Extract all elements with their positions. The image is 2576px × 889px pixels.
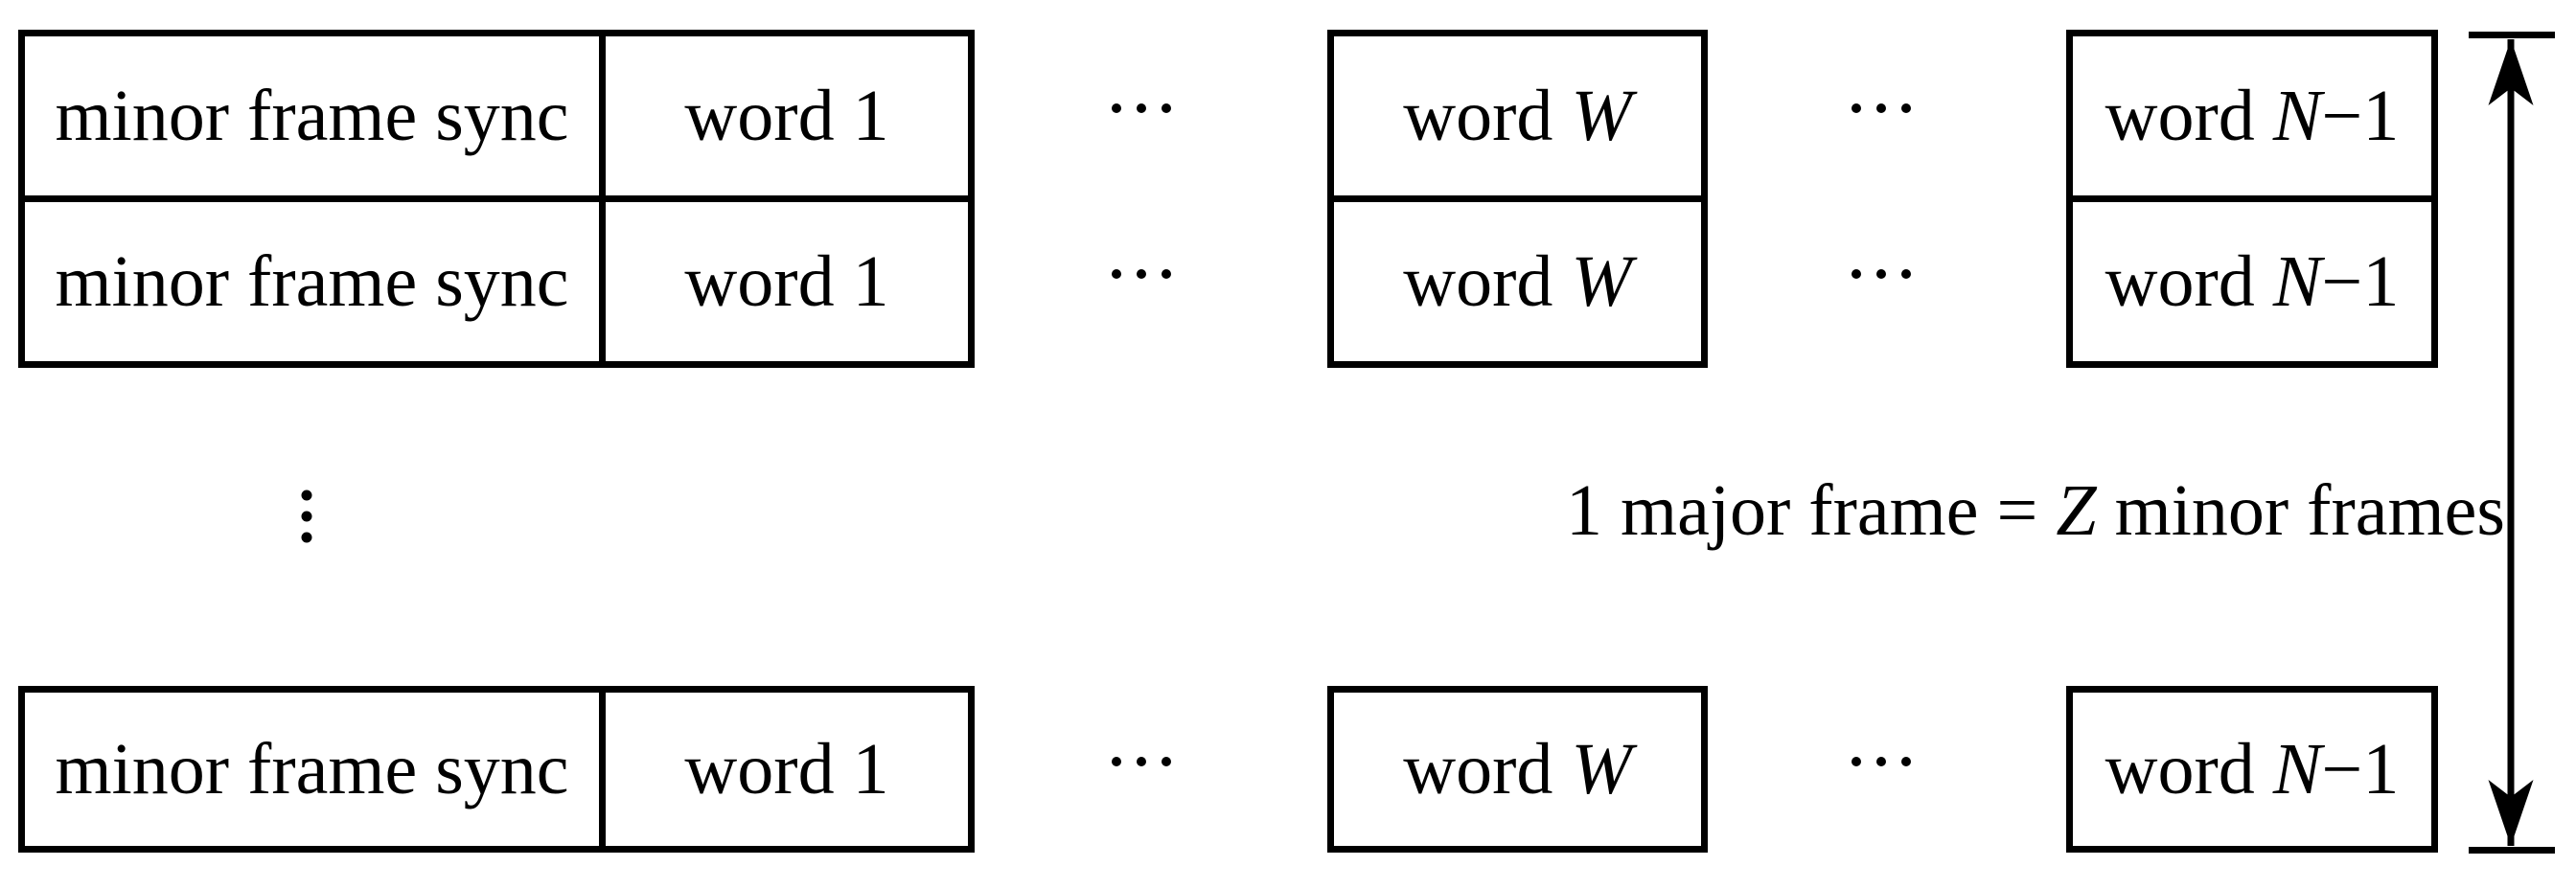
word-n-variable: N [2272, 241, 2322, 322]
major-frame-extent-arrow-icon [2469, 32, 2555, 854]
word-n-variable: N [2272, 76, 2322, 156]
word-n-prefix: word [2104, 241, 2273, 322]
word-n-1-cell: word N−1 [2073, 36, 2431, 202]
word-w-variable: W [1571, 241, 1632, 322]
word-1-label: word 1 [684, 729, 889, 809]
major-frame-label-suffix: minor frames [2096, 470, 2505, 551]
minor-frame-sync-cell: minor frame sync [25, 693, 606, 846]
word-1-cell: word 1 [606, 693, 968, 846]
major-frame-label-variable: Z [2056, 470, 2097, 551]
minor-frame-sync-cell: minor frame sync [25, 36, 606, 202]
word-1-label: word 1 [684, 241, 889, 322]
word-1-label: word 1 [684, 76, 889, 156]
major-frame-label-prefix: 1 major frame = [1566, 470, 2057, 551]
vertical-ellipsis-icon [301, 490, 312, 543]
word-n-variable: N [2272, 729, 2322, 809]
word-w-variable: W [1571, 76, 1632, 156]
horizontal-ellipsis-icon [1112, 269, 1171, 279]
major-frame-label: 1 major frame = Z minor frames [1493, 401, 2505, 620]
minor-frame-sync-word1-block-top: minor frame sync word 1 minor frame sync… [18, 30, 975, 368]
word-w-prefix: word [1403, 76, 1572, 156]
word-n-1-cell: word N−1 [2073, 202, 2431, 361]
word-w-block-top: word W word W [1327, 30, 1708, 368]
word-w-cell: word W [1334, 202, 1701, 361]
word-n-suffix: −1 [2321, 76, 2400, 156]
minor-frame-sync-label: minor frame sync [55, 241, 569, 322]
word-w-variable: W [1571, 729, 1632, 809]
word-n-1-block-top: word N−1 word N−1 [2066, 30, 2438, 368]
horizontal-ellipsis-icon [1852, 269, 1911, 279]
minor-frame-sync-word1-block-bottom: minor frame sync word 1 [18, 686, 975, 853]
word-1-cell: word 1 [606, 202, 968, 361]
word-n-suffix: −1 [2321, 729, 2400, 809]
minor-frame-sync-label: minor frame sync [55, 729, 569, 809]
word-w-cell: word W [1334, 693, 1701, 846]
word-n-suffix: −1 [2321, 241, 2400, 322]
minor-frame-sync-cell: minor frame sync [25, 202, 606, 361]
word-w-prefix: word [1403, 729, 1572, 809]
word-n-1-block-bottom: word N−1 [2066, 686, 2438, 853]
word-n-prefix: word [2104, 729, 2273, 809]
word-w-prefix: word [1403, 241, 1572, 322]
horizontal-ellipsis-icon [1852, 757, 1911, 766]
horizontal-ellipsis-icon [1112, 103, 1171, 113]
word-w-cell: word W [1334, 36, 1701, 202]
word-n-prefix: word [2104, 76, 2273, 156]
word-n-1-cell: word N−1 [2073, 693, 2431, 846]
horizontal-ellipsis-icon [1852, 103, 1911, 113]
minor-frame-sync-label: minor frame sync [55, 76, 569, 156]
horizontal-ellipsis-icon [1112, 757, 1171, 766]
word-1-cell: word 1 [606, 36, 968, 202]
word-w-block-bottom: word W [1327, 686, 1708, 853]
